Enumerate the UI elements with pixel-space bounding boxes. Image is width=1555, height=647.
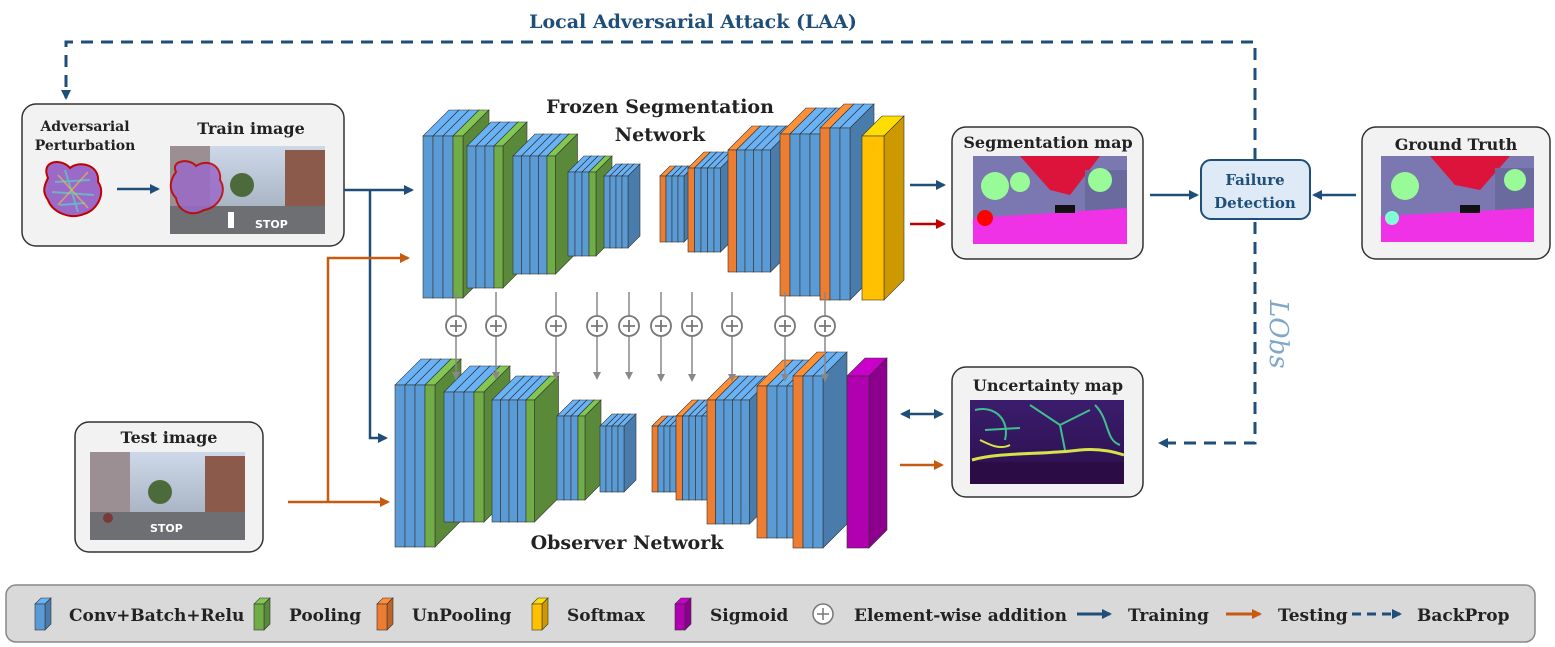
segmentation-map-panel: Segmentation map bbox=[951, 126, 1144, 260]
conv-layer bbox=[621, 163, 641, 249]
element-wise-addition-links bbox=[445, 292, 836, 382]
plus-icon bbox=[591, 320, 603, 332]
pooling-layer bbox=[577, 399, 602, 501]
sigmoid-layer bbox=[846, 357, 888, 549]
frozen-network-title-line2: Network bbox=[615, 124, 706, 146]
observer-network-title: Observer Network bbox=[531, 532, 725, 554]
uncertainty-map-image bbox=[970, 400, 1125, 484]
plus-icon bbox=[686, 320, 698, 332]
legend-label-pooling: Pooling bbox=[289, 606, 361, 626]
legend-label-testing: Testing bbox=[1278, 606, 1348, 626]
test-image: STOP bbox=[90, 452, 245, 540]
train-stop-text: STOP bbox=[255, 218, 288, 231]
testing-input-arrows bbox=[288, 253, 410, 507]
adversarial-label-line1: Adversarial bbox=[39, 119, 129, 135]
legend-label-sigmoid: Sigmoid bbox=[710, 606, 788, 626]
observer-network bbox=[394, 351, 888, 549]
test-panel: Test image STOP bbox=[74, 421, 264, 553]
plus-icon bbox=[655, 320, 667, 332]
plus-icon bbox=[623, 320, 635, 332]
segmentation-map-label: Segmentation map bbox=[963, 133, 1132, 152]
train-panel: Adversarial Perturbation Train image STO… bbox=[21, 103, 345, 247]
train-image: STOP bbox=[169, 146, 325, 234]
plus-icon bbox=[490, 320, 502, 332]
legend-softmax-icon bbox=[531, 597, 549, 631]
plus-icon bbox=[550, 320, 562, 332]
legend-sigmoid-icon bbox=[674, 597, 692, 631]
failure-detection-line1: Failure bbox=[1225, 171, 1284, 189]
failure-detection-box: Failure Detection bbox=[1200, 159, 1311, 220]
conv-layer bbox=[812, 351, 848, 549]
plus-icon bbox=[450, 320, 462, 332]
plus-icon bbox=[779, 320, 791, 332]
uncertainty-map-panel: Uncertainty map bbox=[951, 366, 1144, 498]
legend: Conv+Batch+Relu Pooling UnPooling Softma… bbox=[5, 584, 1536, 643]
laa-label: Local Adversarial Attack (LAA) bbox=[529, 11, 857, 33]
training-input-arrows bbox=[344, 185, 414, 443]
uncertainty-map-label: Uncertainty map bbox=[973, 376, 1123, 395]
legend-label-softmax: Softmax bbox=[567, 606, 646, 626]
legend-label-training: Training bbox=[1128, 606, 1209, 626]
ground-truth-label: Ground Truth bbox=[1395, 135, 1518, 154]
test-image-label: Test image bbox=[121, 428, 218, 447]
legend-label-conv: Conv+Batch+Relu bbox=[69, 606, 244, 626]
loss-label: LObs bbox=[1263, 299, 1293, 369]
loss-backprop-arrow bbox=[1158, 222, 1257, 448]
frozen-segmentation-network bbox=[422, 103, 905, 301]
legend-label-backprop: BackProp bbox=[1417, 606, 1510, 626]
frozen-network-title-line1: Frozen Segmentation bbox=[546, 96, 774, 118]
ground-truth-image bbox=[1381, 156, 1534, 242]
ground-truth-panel: Ground Truth bbox=[1361, 126, 1551, 260]
plus-icon bbox=[819, 320, 831, 332]
plus-icon bbox=[726, 320, 738, 332]
train-image-label: Train image bbox=[197, 119, 305, 138]
legend-conv-icon bbox=[34, 597, 52, 631]
legend-unpooling-icon bbox=[376, 597, 394, 631]
conv-layer bbox=[617, 413, 637, 493]
failure-detection-line2: Detection bbox=[1214, 194, 1296, 212]
test-stop-text: STOP bbox=[150, 522, 183, 535]
legend-label-unpooling: UnPooling bbox=[412, 606, 511, 626]
legend-pooling-icon bbox=[253, 597, 271, 631]
legend-label-addition: Element-wise addition bbox=[854, 606, 1067, 626]
pooling-layer bbox=[525, 375, 560, 523]
softmax-layer bbox=[861, 115, 905, 301]
segmentation-map-image bbox=[973, 156, 1127, 244]
adversarial-label-line2: Perturbation bbox=[35, 138, 136, 154]
legend-plus-icon bbox=[817, 608, 829, 620]
